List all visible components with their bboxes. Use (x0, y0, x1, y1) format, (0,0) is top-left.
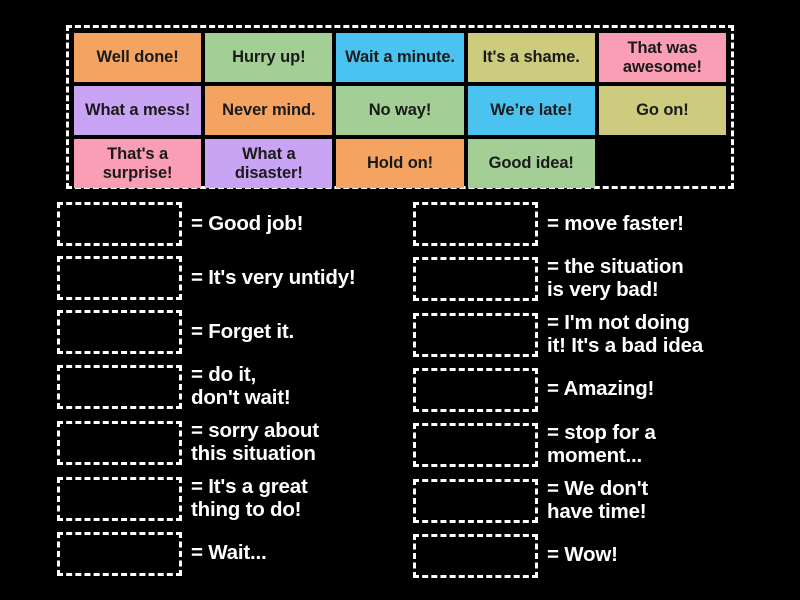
answer-row: = do it, don't wait! (57, 363, 397, 410)
drop-slot[interactable] (57, 476, 182, 521)
tile-slot-empty (599, 139, 726, 188)
answer-column-right: = move faster! = the situation is very ba… (413, 202, 753, 588)
draggable-tile[interactable]: It's a shame. (467, 33, 595, 82)
answer-definition: = Amazing! (547, 377, 655, 401)
answer-definition: = We don't have time! (547, 476, 649, 523)
answer-row: = Good job! (57, 202, 397, 246)
drop-slot[interactable] (57, 256, 182, 300)
answer-row: = Amazing! (413, 367, 753, 412)
draggable-tile[interactable]: Never mind. (205, 86, 333, 135)
answer-row: = stop for a moment... (413, 420, 753, 468)
drop-slot[interactable] (413, 533, 538, 578)
draggable-tile[interactable]: What a mess! (74, 86, 202, 135)
draggable-tile[interactable]: Good idea! (467, 139, 595, 188)
answer-row: = Wait... (57, 531, 397, 576)
drop-slot[interactable] (413, 367, 538, 412)
answer-definition: = the situation is very bad! (547, 255, 684, 301)
answer-row: = Forget it. (57, 310, 397, 354)
answer-row: = I'm not doing it! It's a bad idea (413, 310, 753, 358)
answer-definition: = Wow! (547, 543, 618, 567)
draggable-tile[interactable]: Wait a minute. (336, 33, 464, 82)
drop-slot[interactable] (413, 422, 538, 467)
draggable-tile[interactable]: Well done! (74, 33, 202, 82)
answer-row: = It's a great thing to do! (57, 474, 397, 522)
answer-row: = sorry about this situation (57, 418, 397, 466)
answer-definition: = sorry about this situation (191, 418, 319, 465)
drop-slot[interactable] (57, 310, 182, 354)
drop-slot[interactable] (57, 420, 182, 465)
answer-definition: = It's very untidy! (191, 265, 356, 289)
drop-slot[interactable] (413, 256, 538, 301)
answer-row: = move faster! (413, 202, 753, 246)
drop-slot[interactable] (57, 531, 182, 576)
tile-row: Well done!Hurry up!Wait a minute.It's a … (74, 33, 727, 82)
tile-row: That's a surprise!What a disaster!Hold o… (74, 139, 726, 188)
draggable-tile[interactable]: Go on! (598, 86, 727, 135)
answer-row: = Wow! (413, 533, 753, 578)
answer-row: = the situation is very bad! (413, 255, 753, 302)
draggable-tile[interactable]: What a disaster! (205, 139, 333, 188)
drop-slot[interactable] (57, 202, 182, 246)
answer-definition: = stop for a moment... (547, 420, 656, 467)
answer-definition: = Forget it. (191, 319, 294, 343)
answer-column-left: = Good job! = It's very untidy! = Forget i… (57, 202, 397, 586)
drop-slot[interactable] (413, 312, 538, 357)
answer-definition: = do it, don't wait! (191, 363, 291, 409)
drop-slot[interactable] (413, 202, 538, 246)
answer-definition: = I'm not doing it! It's a bad idea (547, 310, 703, 357)
tile-bank-container: Well done!Hurry up!Wait a minute.It's a … (66, 25, 734, 189)
draggable-tile[interactable]: No way! (336, 86, 464, 135)
drop-slot[interactable] (413, 478, 538, 523)
answer-definition: = move faster! (547, 211, 684, 235)
draggable-tile[interactable]: That was awesome! (598, 33, 727, 82)
draggable-tile[interactable]: We’re late! (467, 86, 595, 135)
answer-row: = It's very untidy! (57, 256, 397, 300)
draggable-tile[interactable]: That's a surprise! (74, 139, 202, 188)
tile-row: What a mess!Never mind.No way!We’re late… (74, 86, 727, 135)
draggable-tile[interactable]: Hold on! (336, 139, 464, 188)
answer-definition: = It's a great thing to do! (191, 474, 308, 521)
draggable-tile[interactable]: Hurry up! (205, 33, 333, 82)
drop-slot[interactable] (57, 364, 182, 409)
answer-row: = We don't have time! (413, 476, 753, 524)
answer-definition: = Good job! (191, 211, 304, 235)
answer-definition: = Wait... (191, 541, 267, 565)
